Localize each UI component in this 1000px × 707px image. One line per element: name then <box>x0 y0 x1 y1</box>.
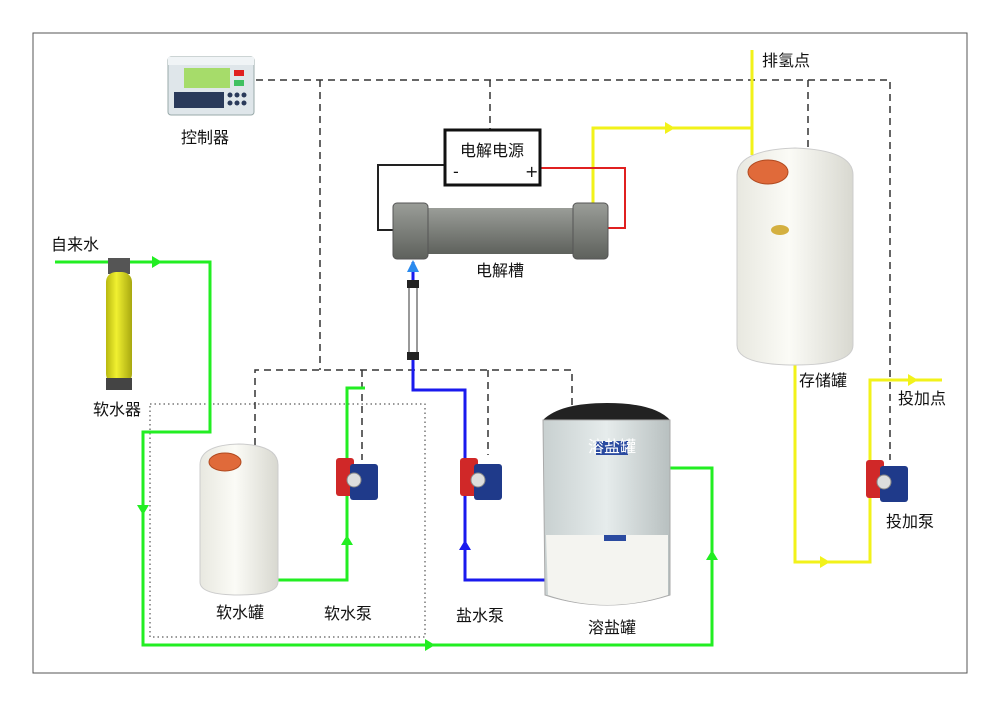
dosing-pump: 投加泵 <box>866 460 934 531</box>
soft-water-pump: 软水泵 <box>324 458 378 623</box>
product-flow-arrows <box>665 122 918 568</box>
softening-unit-boundary <box>149 403 426 638</box>
softener-label: 软水器 <box>93 400 141 419</box>
electrolyzer-label: 电解槽 <box>476 261 524 280</box>
diagram-frame <box>32 32 968 674</box>
salt-tank-nameplate <box>596 441 628 455</box>
negative-wire <box>377 164 445 231</box>
positive-wire <box>540 167 626 229</box>
water-flow-arrows <box>137 256 718 651</box>
controller-display <box>184 68 230 88</box>
flowmeter <box>408 284 418 356</box>
salt-tank-nameplate-text: 溶盐罐 <box>588 437 636 456</box>
power-supply: 电解电源 - + <box>443 128 542 187</box>
soft-water-tank-label: 软水罐 <box>216 603 264 622</box>
power-supply-label: 电解电源 <box>460 141 524 160</box>
storage-tank: 存储罐 <box>736 147 854 390</box>
electrolyzer: 电解槽 <box>392 202 609 280</box>
dosing-pump-label: 投加泵 <box>886 512 934 531</box>
positive-terminal: + <box>525 162 538 181</box>
controller: 控制器 <box>167 56 255 147</box>
brine-pump-label: 盐水泵 <box>456 606 504 625</box>
product-lines <box>591 50 942 564</box>
salt-dissolving-tank: 溶盐罐 溶盐罐 <box>542 403 671 637</box>
brine-line <box>407 260 555 582</box>
dosing-point-label: 投加点 <box>898 389 946 408</box>
controller-label: 控制器 <box>181 128 229 147</box>
hydrogen-vent-label: 排氢点 <box>762 51 810 70</box>
storage-tank-label: 存储罐 <box>799 371 847 390</box>
negative-terminal: - <box>453 162 459 181</box>
salt-tank-label: 溶盐罐 <box>588 618 636 637</box>
tap-water-label: 自来水 <box>51 235 99 254</box>
soft-water-pump-label: 软水泵 <box>324 604 372 623</box>
water-softener: 自来水 软水器 <box>51 235 141 419</box>
soft-water-tank: 软水罐 <box>199 443 279 622</box>
brine-pump: 盐水泵 <box>456 458 504 625</box>
